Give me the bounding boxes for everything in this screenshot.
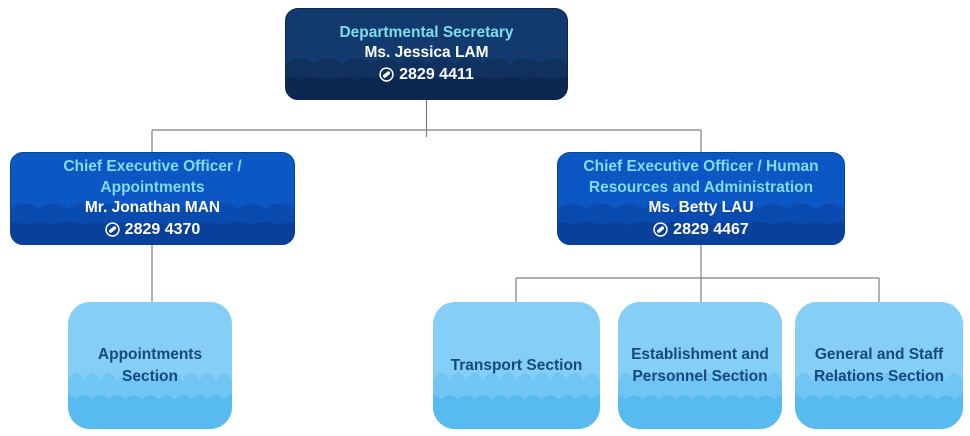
org-node-departmental-secretary: Departmental Secretary Ms. Jessica LAM 2… [285,8,568,100]
node-phone: 2829 4467 [653,219,749,240]
phone-number: 2829 4467 [673,220,749,238]
phone-number: 2829 4370 [124,220,201,238]
wave-decoration [618,395,782,429]
node-person-name: Mr. Jonathan MAN [84,199,221,217]
phone-icon [379,67,394,82]
org-node-general-staff-relations-section: General and Staff Relations Section [795,302,963,429]
section-label: General and Staff Relations Section [813,345,945,385]
wave-decoration [433,395,600,429]
org-node-ceo-appointments: Chief Executive Officer / Appointments M… [10,152,295,245]
node-person-name: Ms. Jessica LAM [364,44,489,62]
phone-icon [653,221,668,237]
section-label: Establishment and Personnel Section [631,345,769,385]
org-node-transport-section: Transport Section [433,302,600,429]
wave-decoration [68,395,232,429]
node-person-name: Ms. Betty LAU [648,199,754,217]
wave-decoration [795,395,963,429]
node-title: Chief Executive Officer / Human Resource… [583,158,819,196]
node-title: Chief Executive Officer / Appointments [63,158,242,196]
node-phone: 2829 4411 [379,64,474,85]
section-label: Transport Section [450,356,583,374]
org-node-ceo-hr-admin: Chief Executive Officer / Human Resource… [557,152,845,245]
org-node-establishment-personnel-section: Establishment and Personnel Section [618,302,782,429]
phone-icon [104,221,120,237]
phone-number: 2829 4411 [399,65,474,83]
wave-decoration [11,221,294,244]
section-label: Appointments Section [97,345,203,385]
node-title: Departmental Secretary [339,23,514,41]
wave-decoration [286,76,567,99]
wave-decoration [558,221,844,244]
node-phone: 2829 4370 [104,219,201,240]
org-node-appointments-section: Appointments Section [68,302,232,429]
